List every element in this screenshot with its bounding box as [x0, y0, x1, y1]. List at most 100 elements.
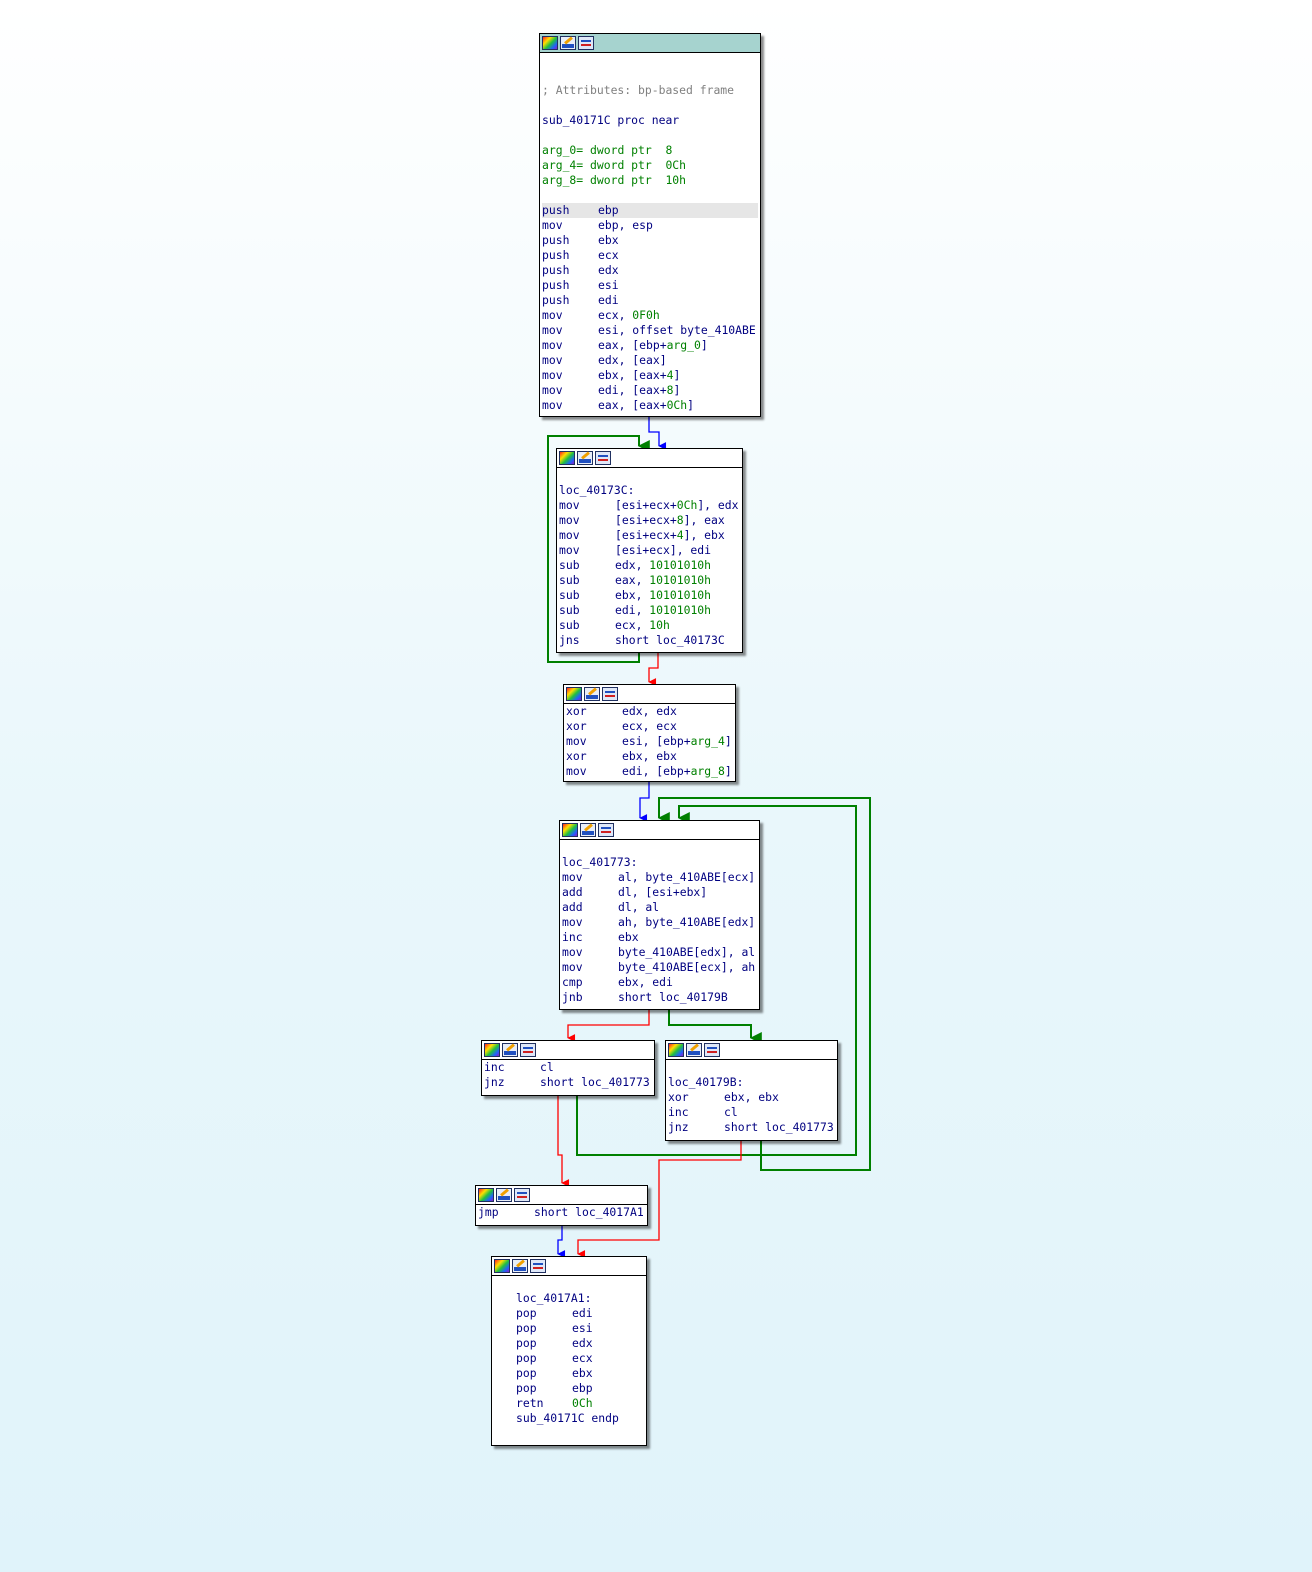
color-icon[interactable] [562, 823, 578, 837]
code-line[interactable]: arg_0= dword ptr 8 [542, 143, 758, 158]
code-line[interactable]: mov[esi+ecx+8], eax [559, 513, 740, 528]
edge-false-loc_40179B-to-loc_4017A1[interactable] [577, 1141, 742, 1258]
code-line[interactable]: arg_8= dword ptr 10h [542, 173, 758, 188]
code-line[interactable]: sub_40171C endp [516, 1411, 644, 1426]
color-icon[interactable] [484, 1043, 500, 1057]
edit-icon[interactable] [577, 451, 593, 465]
edge-unconditional-block_jmp-to-loc_4017A1[interactable] [557, 1226, 566, 1258]
code-line[interactable]: loc_401773: [562, 855, 757, 870]
code-line[interactable] [542, 128, 758, 143]
code-line[interactable] [542, 98, 758, 113]
code-line[interactable]: arg_4= dword ptr 0Ch [542, 158, 758, 173]
edge-unconditional-block_xor_init-to-loc_401773[interactable] [639, 782, 650, 822]
graph-icon[interactable] [595, 451, 611, 465]
color-icon[interactable] [668, 1043, 684, 1057]
code-line[interactable]: mov[esi+ecx+0Ch], edx [559, 498, 740, 513]
color-icon[interactable] [566, 687, 582, 701]
code-line[interactable] [516, 1276, 644, 1291]
edge-true-block_inc_cl-to-loc_401773[interactable] [576, 805, 857, 1156]
edge-false-loc_401773-to-block_inc_cl[interactable] [567, 1010, 650, 1042]
color-icon[interactable] [478, 1188, 494, 1202]
graph-icon[interactable] [602, 687, 618, 701]
graph-icon[interactable] [530, 1259, 546, 1273]
graph-icon[interactable] [578, 36, 594, 50]
color-icon[interactable] [542, 36, 558, 50]
code-line[interactable]: mov[esi+ecx], edi [559, 543, 740, 558]
edit-icon[interactable] [502, 1043, 518, 1057]
edge-true-loc_40179B-to-loc_401773[interactable] [657, 797, 871, 1171]
code-line[interactable]: ; Attributes: bp-based frame [542, 83, 758, 98]
code-line[interactable]: mov[esi+ecx+4], ebx [559, 528, 740, 543]
edit-icon[interactable] [512, 1259, 528, 1273]
graph-icon[interactable] [514, 1188, 530, 1202]
edge-true-loc_40173C-to-loc_40173C[interactable] [547, 435, 650, 663]
edge-true-loc_401773-to-loc_40179B[interactable] [668, 1010, 762, 1044]
code-line[interactable]: loc_40179B: [668, 1075, 835, 1090]
edit-icon[interactable] [496, 1188, 512, 1202]
code-line[interactable] [559, 468, 740, 483]
code-line[interactable] [542, 188, 758, 203]
code-line[interactable] [562, 840, 757, 855]
edge-false-loc_40173C-to-block_xor_init[interactable] [648, 653, 659, 686]
code-block-sub-40171C[interactable]: ; Attributes: bp-based frame sub_40171C p… [539, 33, 761, 417]
color-icon[interactable] [494, 1259, 510, 1273]
edit-icon[interactable] [580, 823, 596, 837]
edge-unconditional-sub_40171C-to-loc_40173C[interactable] [648, 417, 667, 450]
code-line[interactable] [542, 53, 758, 68]
code-line[interactable]: loc_4017A1: [516, 1291, 644, 1306]
code-line[interactable]: sub_40171C proc near [542, 113, 758, 128]
code-line[interactable]: loc_40173C: [559, 483, 740, 498]
color-icon[interactable] [559, 451, 575, 465]
graph-icon[interactable] [520, 1043, 536, 1057]
edit-icon[interactable] [686, 1043, 702, 1057]
